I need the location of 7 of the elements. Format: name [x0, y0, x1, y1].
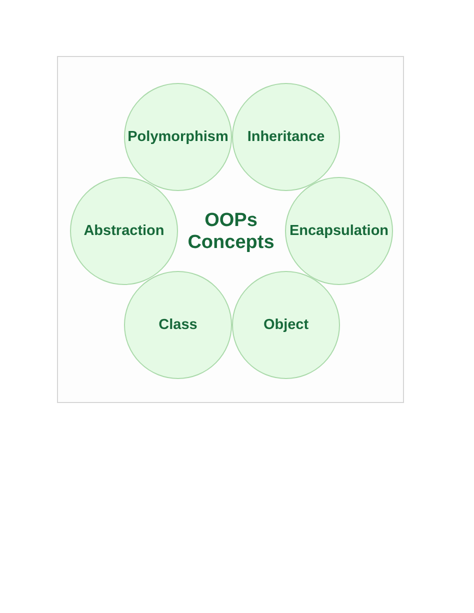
concept-label: Class: [158, 317, 198, 333]
concept-label: Polymorphism: [128, 129, 228, 145]
diagram-title: OOPs Concepts: [186, 210, 276, 254]
concept-label: Inheritance: [247, 129, 325, 145]
concept-label: Abstraction: [84, 223, 164, 239]
concept-label: Encapsulation: [289, 223, 389, 239]
concept-label: Object: [263, 317, 309, 333]
